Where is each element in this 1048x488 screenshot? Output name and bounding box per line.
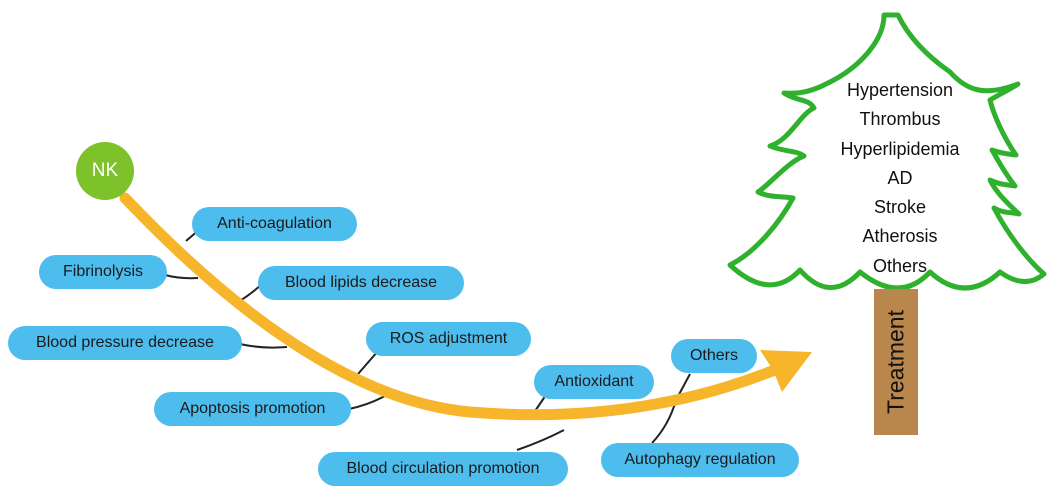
pill-anti-coagulation: Anti-coagulation <box>192 207 357 241</box>
disease-item: AD <box>887 167 913 188</box>
connector-blood-circulation <box>516 429 565 451</box>
treatment-label: Treatment <box>882 310 909 414</box>
pill-others: Others <box>671 339 757 373</box>
disease-item: Stroke <box>873 197 927 218</box>
pill-apoptosis-promotion: Apoptosis promotion <box>154 392 351 426</box>
tree-trunk <box>874 289 918 435</box>
connector-ros <box>357 350 379 375</box>
pill-blood-pressure-decrease: Blood pressure decrease <box>8 326 242 360</box>
pill-fibrinolysis: Fibrinolysis <box>39 255 167 289</box>
flow-arrow <box>119 192 812 421</box>
pill-blood-circulation-promotion: Blood circulation promotion <box>318 452 568 486</box>
pill-ros-adjustment: ROS adjustment <box>366 322 531 356</box>
pill-autophagy-regulation: Autophagy regulation <box>601 443 799 477</box>
pill-blood-lipids-decrease: Blood lipids decrease <box>258 266 464 300</box>
disease-list: Hypertension Thrombus Hyperlipidemia AD … <box>820 76 980 281</box>
connector-fibrinolysis <box>164 274 199 280</box>
tree-crown <box>727 12 1047 291</box>
flow-arrow-head <box>760 350 812 392</box>
nk-node: NK <box>76 142 134 200</box>
connector-blood-pressure <box>239 343 288 349</box>
flow-arrow-shaft <box>119 192 788 421</box>
pill-antioxidant: Antioxidant <box>534 365 654 399</box>
disease-item: Hyperlipidemia <box>840 138 960 159</box>
disease-item: Atherosis <box>862 226 938 247</box>
disease-item: Thrombus <box>859 109 941 130</box>
disease-item: Others <box>872 255 928 276</box>
disease-item: Hypertension <box>846 80 954 100</box>
